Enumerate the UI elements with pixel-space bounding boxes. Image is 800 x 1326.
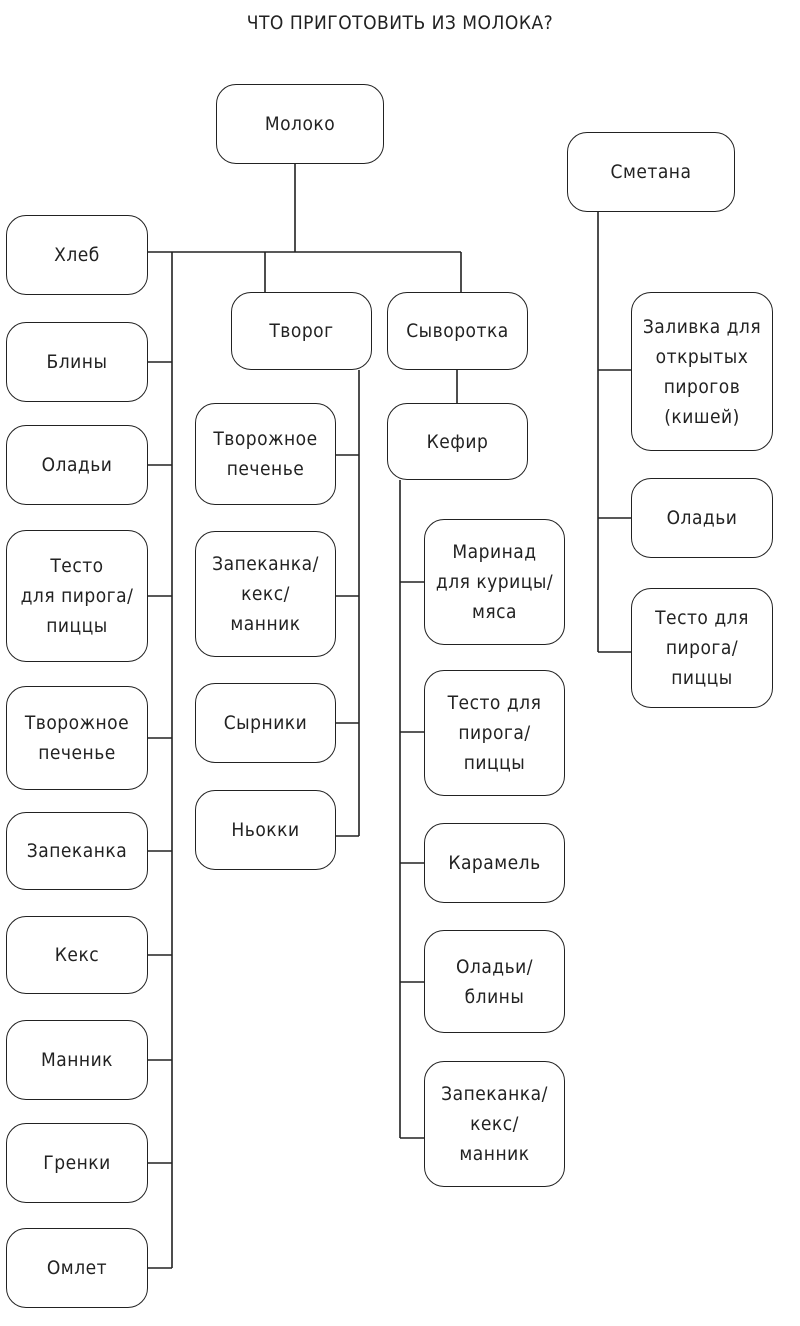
node-pancakes: Блины bbox=[6, 322, 148, 402]
node-kefir-dough: Тесто для пирога/ пиццы bbox=[424, 670, 565, 796]
node-gnocchi: Ньокки bbox=[195, 790, 336, 870]
node-croutons: Гренки bbox=[6, 1123, 148, 1203]
node-curd-cookies: Творожное печенье bbox=[6, 686, 148, 790]
node-syrniki: Сырники bbox=[195, 683, 336, 763]
node-tvorog-casserole: Запеканка/ кекс/ манник bbox=[195, 531, 336, 657]
node-milk: Молоко bbox=[216, 84, 384, 164]
node-bread: Хлеб bbox=[6, 215, 148, 295]
node-fritters: Оладьи bbox=[6, 425, 148, 505]
node-quiche-filling: Заливка для открытых пирогов (кишей) bbox=[631, 292, 773, 451]
node-tvorog: Творог bbox=[231, 292, 372, 370]
node-tvorog-cookies: Творожное печенье bbox=[195, 403, 336, 505]
node-mannik: Манник bbox=[6, 1020, 148, 1100]
node-marinade: Маринад для курицы/ мяса bbox=[424, 519, 565, 645]
node-cake: Кекс bbox=[6, 916, 148, 994]
node-sc-dough: Тесто для пирога/ пиццы bbox=[631, 588, 773, 708]
node-kefir: Кефир bbox=[387, 403, 528, 480]
node-whey: Сыворотка bbox=[387, 292, 528, 370]
node-sour-cream: Сметана bbox=[567, 132, 735, 212]
node-kefir-casserole: Запеканка/ кекс/ манник bbox=[424, 1061, 565, 1187]
node-sc-fritters: Оладьи bbox=[631, 478, 773, 558]
node-omelet: Омлет bbox=[6, 1228, 148, 1308]
node-kefir-fritters: Оладьи/ блины bbox=[424, 930, 565, 1033]
node-casserole: Запеканка bbox=[6, 812, 148, 890]
node-caramel: Карамель bbox=[424, 823, 565, 903]
node-dough: Тесто для пирога/ пиццы bbox=[6, 530, 148, 662]
diagram-title: ЧТО ПРИГОТОВИТЬ ИЗ МОЛОКА? bbox=[246, 12, 554, 34]
